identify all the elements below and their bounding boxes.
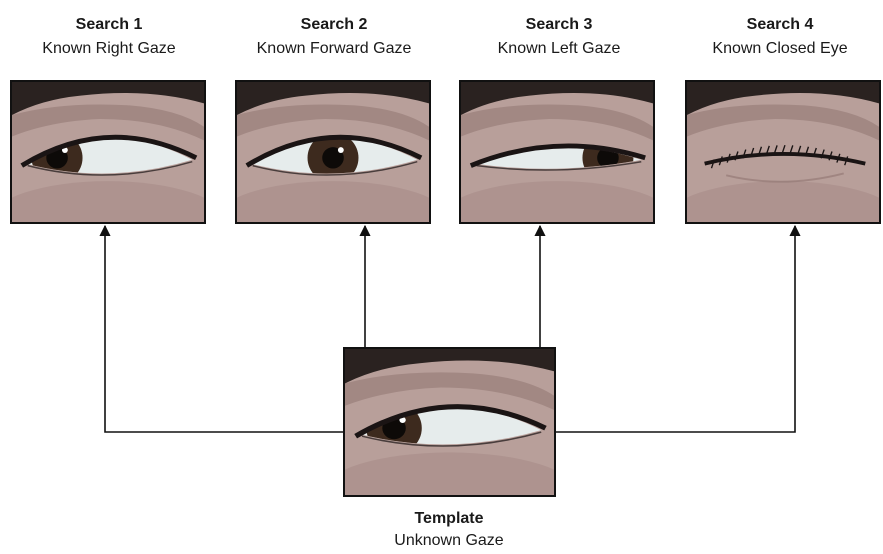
eye-forward-gaze-image <box>237 82 429 222</box>
search-1-eye-image <box>10 80 206 224</box>
arrow-to-search-4 <box>554 224 801 433</box>
eye-closed-image <box>687 82 879 222</box>
arrow-to-search-1 <box>99 224 345 433</box>
eye-template-image <box>345 349 554 495</box>
search-2-eye-image <box>235 80 431 224</box>
eye-right-gaze-image <box>12 82 204 222</box>
search-2-title: Search 2 <box>300 16 368 33</box>
template-title: Template <box>414 510 484 527</box>
search-2-subtitle: Known Forward Gaze <box>256 40 412 57</box>
search-4-subtitle: Known Closed Eye <box>712 40 848 57</box>
search-3-eye-image <box>459 80 655 224</box>
template-eye-image <box>343 347 556 497</box>
search-3-subtitle: Known Left Gaze <box>497 40 621 57</box>
search-4-eye-image <box>685 80 881 224</box>
search-1-title: Search 1 <box>75 16 143 33</box>
search-1-subtitle: Known Right Gaze <box>42 40 176 57</box>
eye-left-gaze-image <box>461 82 653 222</box>
search-4-title: Search 4 <box>746 16 814 33</box>
template-subtitle: Unknown Gaze <box>394 532 504 549</box>
search-3-title: Search 3 <box>525 16 593 33</box>
